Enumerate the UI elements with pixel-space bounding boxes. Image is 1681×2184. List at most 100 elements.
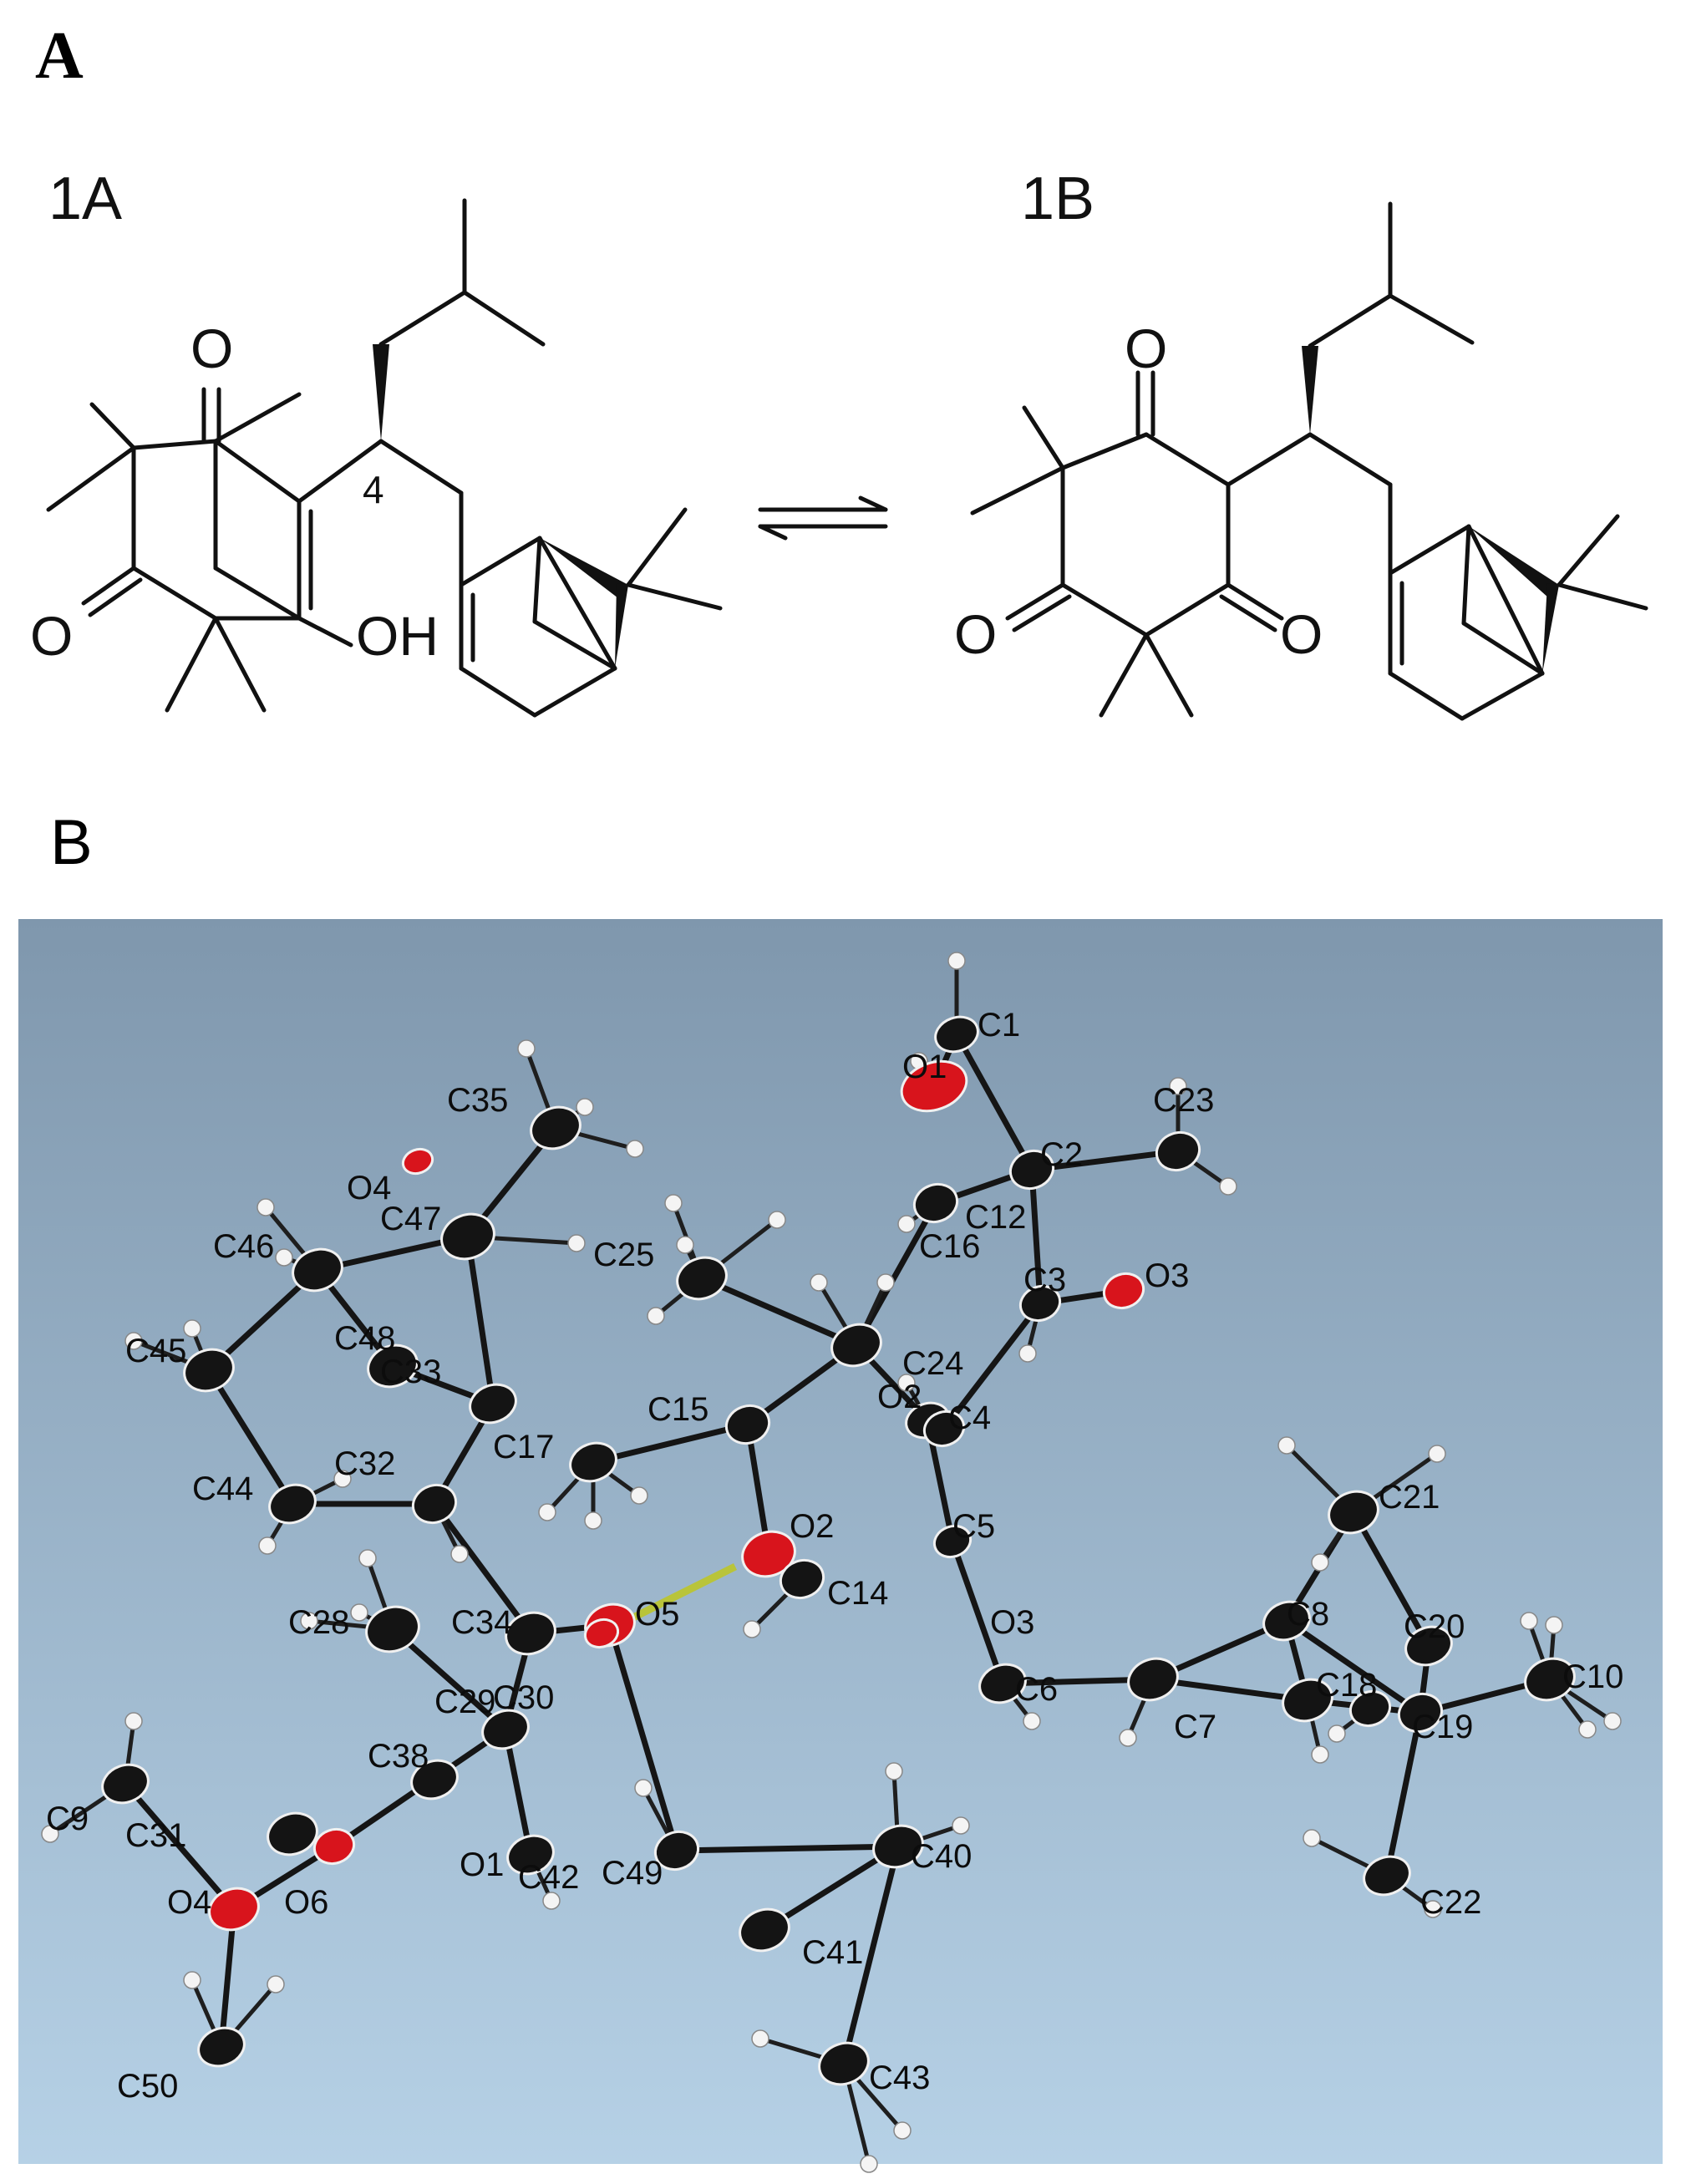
hydrogen-atom — [333, 1470, 352, 1488]
atom-label: O6 — [284, 1884, 328, 1921]
atom-label: C18 — [1316, 1667, 1377, 1704]
carbon-atom — [922, 1409, 966, 1448]
hydrogen-atom — [258, 1536, 277, 1555]
carbon-atom — [410, 1759, 459, 1801]
carbon-atom — [267, 1811, 318, 1856]
hydrogen-atom — [300, 1612, 318, 1630]
crystal-bond — [698, 1275, 860, 1348]
carbon-atom — [1282, 1678, 1333, 1723]
hydrogen-atom — [676, 1236, 694, 1254]
hydrogen-atom — [183, 1319, 201, 1338]
carbon-atom — [978, 1663, 1027, 1704]
atom-label: C4 — [948, 1399, 991, 1436]
atom-label: C12 — [965, 1199, 1026, 1236]
carbon-atom — [872, 1824, 924, 1869]
atom-label: C35 — [447, 1082, 508, 1119]
hydrogen-atom — [1277, 1436, 1296, 1455]
crystal-bond — [941, 1300, 1044, 1432]
atom-label: O2 — [877, 1379, 922, 1415]
crystal-bond — [1283, 1618, 1424, 1716]
panel-a-letter: A — [35, 19, 84, 93]
atom-label: O — [954, 603, 997, 665]
hydrogen-atom — [1603, 1712, 1622, 1730]
crystal-bond — [389, 1626, 509, 1733]
structure-1b: 1B — [954, 165, 1648, 721]
hydrogen-atom — [1018, 1344, 1037, 1363]
oxygen-atom — [1102, 1272, 1145, 1310]
hydrogen-atom — [542, 1892, 561, 1910]
crystal-bond — [949, 1538, 1006, 1687]
atom-label: C3 — [1023, 1262, 1066, 1298]
atom-label: O2 — [790, 1508, 834, 1545]
carbon-atom — [1404, 1625, 1453, 1667]
hydrogen-atom — [810, 1273, 828, 1292]
crystal-bond — [1350, 1509, 1432, 1649]
atom-label: O1 — [902, 1049, 947, 1085]
carbon-atom — [1397, 1692, 1444, 1734]
atom-label: C42 — [518, 1859, 579, 1896]
hydrogen-atom — [1303, 1829, 1321, 1847]
oxygen-atom — [401, 1147, 434, 1176]
crystal-bond — [840, 1843, 901, 2067]
hydrogen-atom — [183, 1971, 201, 1989]
hydrogen-atom — [350, 1603, 368, 1622]
locant-label: 4 — [363, 468, 384, 511]
crystal-bond — [1028, 1148, 1181, 1173]
carbon-atom — [365, 1605, 420, 1653]
atom-label: C49 — [602, 1855, 663, 1892]
atom-label: O — [30, 605, 73, 667]
crystal-background — [18, 919, 1663, 2164]
atom-label: C17 — [493, 1429, 554, 1465]
hydrogen-atom — [1023, 1712, 1041, 1730]
hydrogen-atom — [1119, 1729, 1137, 1747]
atom-label: O — [190, 317, 233, 379]
atom-label: C50 — [117, 2068, 178, 2105]
hydrogen-atom — [897, 1374, 916, 1392]
atom-label: C23 — [1153, 1082, 1214, 1119]
hydrogen-atom — [743, 1620, 761, 1638]
hydrogen-atom — [358, 1549, 377, 1567]
carbon-atom — [1363, 1855, 1411, 1897]
crystal-bond — [761, 1843, 901, 1933]
carbon-atom — [830, 1323, 882, 1368]
atom-label: C21 — [1379, 1479, 1440, 1516]
atom-label: O1 — [460, 1846, 504, 1883]
panel-b-letter: B — [50, 807, 93, 878]
carbon-atom — [779, 1558, 825, 1600]
equilibrium-arrow — [758, 495, 888, 541]
carbon-atom — [653, 1830, 700, 1872]
hydrogen-atom — [630, 1486, 648, 1505]
crystal-bond — [431, 1501, 534, 1637]
atom-label: C2 — [1040, 1136, 1083, 1173]
atom-label: C19 — [1412, 1709, 1473, 1745]
atom-label: C34 — [451, 1604, 512, 1641]
crystal-bond — [607, 1622, 680, 1854]
hydrogen-atom — [517, 1039, 536, 1058]
atom-label: C5 — [952, 1508, 995, 1545]
atom-label: C16 — [919, 1228, 980, 1265]
carbon-atom — [818, 2041, 870, 2086]
hydrogen-atom — [584, 1511, 602, 1530]
carbon-atom — [569, 1441, 617, 1483]
crystal-atoms — [41, 952, 1622, 2173]
hydrogen-atom — [1311, 1553, 1329, 1572]
atom-label: C22 — [1420, 1884, 1481, 1921]
atom-label: C24 — [902, 1345, 963, 1382]
oxygen-atom — [583, 1618, 620, 1649]
crystal-bond — [953, 1031, 1035, 1173]
hydrogen-atom — [124, 1712, 143, 1730]
atom-label: C31 — [125, 1817, 186, 1854]
atom-label: O — [1125, 317, 1167, 379]
carbon-atom — [1262, 1600, 1311, 1642]
atom-label: C46 — [213, 1228, 274, 1265]
hydrogen-atom — [41, 1825, 59, 1843]
atom-label: O4 — [347, 1170, 391, 1206]
hydrogen-atom — [860, 2155, 878, 2173]
crystal-bond — [1150, 1676, 1311, 1704]
carbon-atom — [197, 2026, 246, 2068]
oxygen-atom — [208, 1887, 260, 1932]
atom-label: C6 — [1015, 1671, 1058, 1708]
hydrogen-atom — [876, 1273, 895, 1292]
